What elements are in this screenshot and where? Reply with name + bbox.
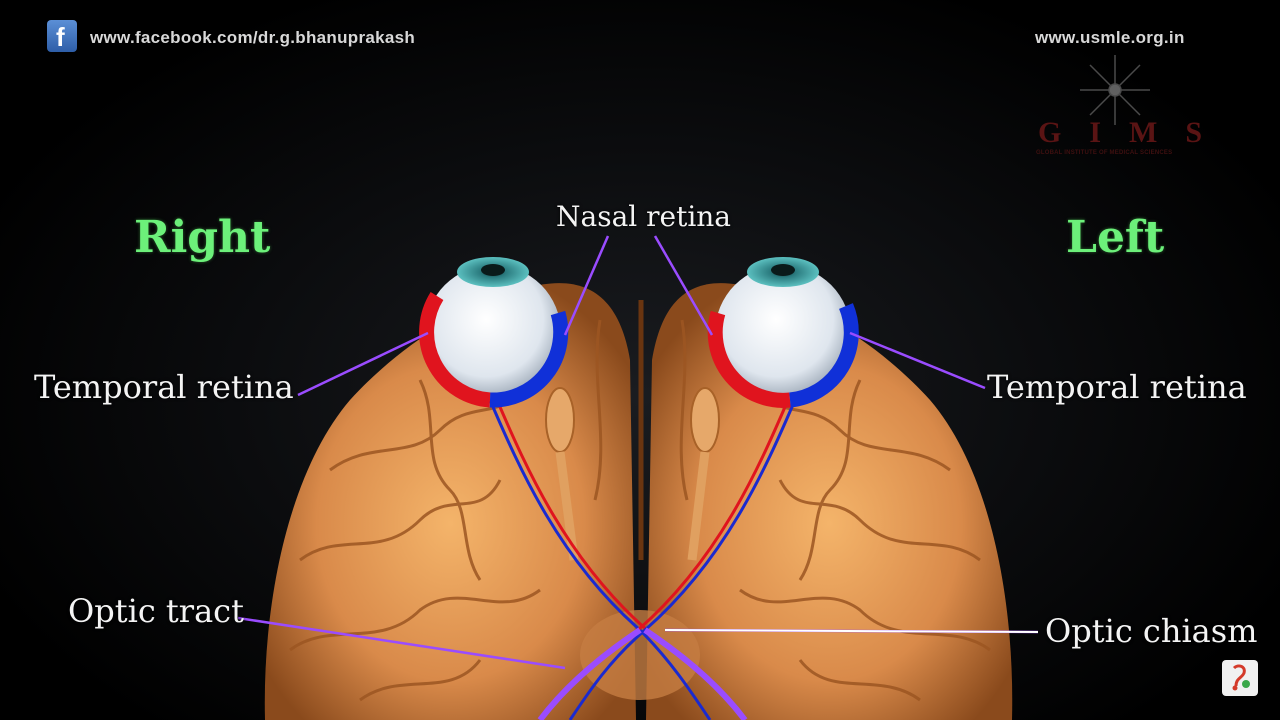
label-nasal-retina: Nasal retina (556, 200, 731, 233)
left-nasal-retina (707, 310, 791, 408)
chiasm-region (580, 610, 700, 700)
chiasm-marker (664, 629, 1039, 633)
right-temporal-retina (419, 292, 491, 408)
right-hemisphere (264, 283, 636, 720)
side-title-left: Left (1066, 212, 1165, 263)
gims-logo-letters: GIMS (1038, 116, 1231, 149)
label-temporal-retina-right: Temporal retina (34, 368, 294, 406)
label-temporal-retina-left: Temporal retina (987, 368, 1247, 406)
facebook-url[interactable]: www.facebook.com/dr.g.bhanuprakash (90, 28, 416, 47)
right-eyeball (419, 257, 569, 408)
app-badge-glyph (1232, 664, 1250, 691)
optic-nerves (488, 399, 797, 720)
label-optic-chiasm: Optic chiasm (1045, 612, 1258, 650)
left-temporal-retina (789, 303, 859, 408)
left-eyeball (707, 257, 859, 408)
logo-star-icon (1080, 55, 1150, 125)
gims-logo-subtitle: GLOBAL INSTITUTE OF MEDICAL SCIENCES (1036, 150, 1173, 156)
app-badge-icon[interactable] (1222, 660, 1258, 696)
side-title-right: Right (134, 212, 271, 263)
right-nasal-retina (489, 310, 569, 408)
label-optic-tract: Optic tract (68, 592, 244, 630)
olfactory-bulb-right (545, 387, 575, 453)
site-url[interactable]: www.usmle.org.in (1035, 28, 1185, 47)
facebook-icon[interactable]: f (47, 20, 77, 52)
olfactory-bulb-left (690, 387, 720, 453)
